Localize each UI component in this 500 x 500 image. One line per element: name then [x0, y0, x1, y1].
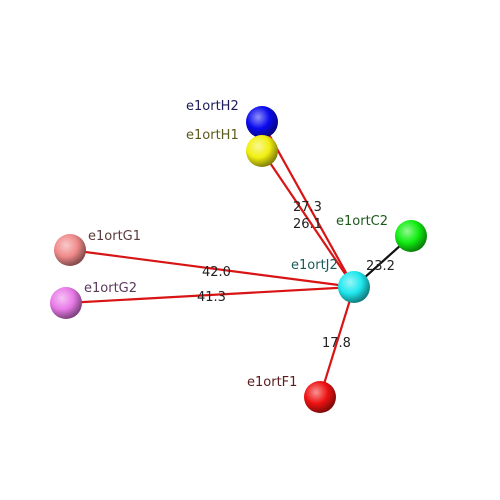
edge-label: 41.3: [197, 290, 226, 305]
edge-e1ortJ2-e1ortG1: [69, 248, 355, 289]
nodes-layer: [50, 106, 427, 413]
edge-label: 23.2: [366, 259, 395, 274]
edge-label: 17.8: [322, 336, 351, 351]
edge-labels-layer: 27.3 26.1 23.2 42.0 41.3 17.8: [197, 200, 395, 351]
edge-e1ortJ2-e1ortH1: [261, 150, 355, 288]
node-label-e1ortF1: e1ortF1: [247, 375, 297, 390]
node-label-e1ortG1: e1ortG1: [88, 229, 141, 244]
node-e1ortG2: [50, 287, 82, 319]
node-e1ortG1: [54, 234, 86, 266]
edge-label: 42.0: [202, 265, 231, 280]
edge-label: 27.3: [293, 200, 322, 215]
node-e1ortJ2: [338, 271, 370, 303]
node-label-e1ortG2: e1ortG2: [84, 281, 137, 296]
node-labels-layer: e1ortH2 e1ortH1 e1ortC2 e1ortG1 e1ortJ2 e1ort…: [84, 99, 388, 390]
edge-label: 26.1: [293, 217, 322, 232]
node-label-e1ortH1: e1ortH1: [186, 128, 239, 143]
node-label-e1ortJ2: e1ortJ2: [291, 258, 338, 273]
edge-e1ortJ2-e1ortG2: [65, 285, 355, 305]
node-label-e1ortH2: e1ortH2: [186, 99, 239, 114]
node-e1ortH1: [246, 135, 278, 167]
edges-layer: [65, 121, 412, 398]
node-e1ortC2: [395, 220, 427, 252]
node-e1ortF1: [304, 381, 336, 413]
node-label-e1ortC2: e1ortC2: [336, 214, 388, 229]
node-e1ortH2: [246, 106, 278, 138]
edge-e1ortJ2-e1ortF1: [318, 286, 356, 398]
